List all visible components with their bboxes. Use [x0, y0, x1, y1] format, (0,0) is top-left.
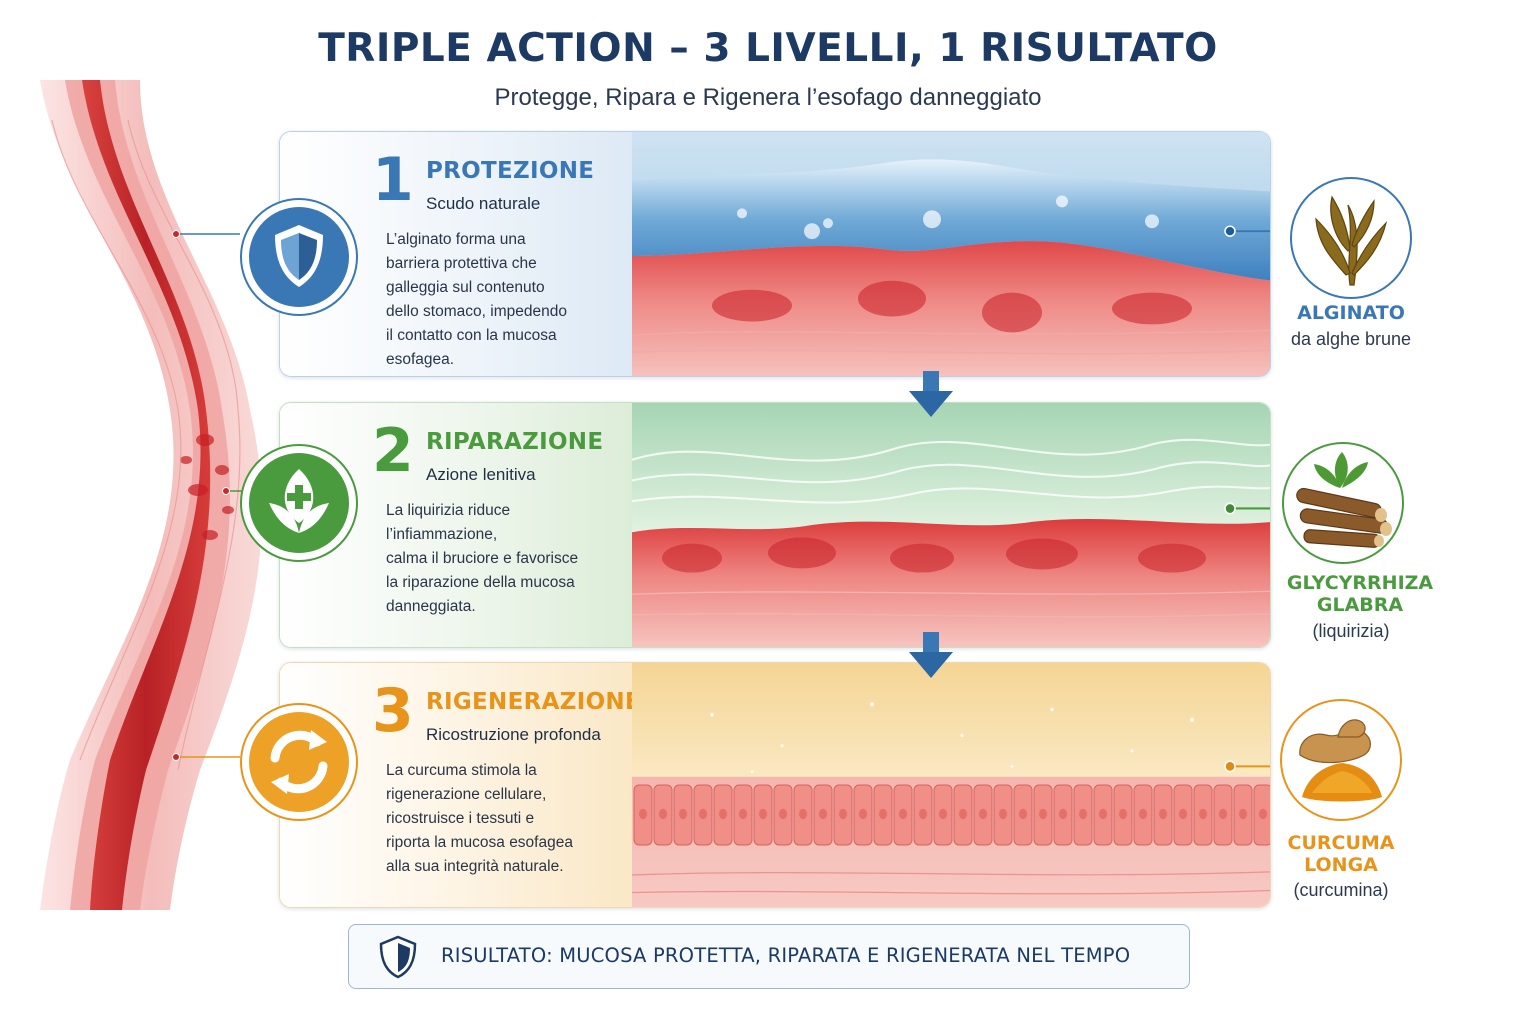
cell-nucleus: [659, 808, 667, 820]
level-text-area: 2 RIPARAZIONE Azione lenitiva La liquiri…: [280, 403, 632, 647]
leaf-plus-icon: [240, 444, 358, 562]
level-subtitle: Azione lenitiva: [426, 465, 536, 484]
level-number: 3: [372, 676, 414, 746]
cell-nucleus: [1179, 808, 1187, 820]
regenerate-arrows-icon: [240, 703, 358, 821]
cell-nucleus: [959, 808, 967, 820]
level-number: 1: [372, 145, 414, 215]
cell-nucleus: [739, 808, 747, 820]
turmeric-icon: [1280, 699, 1402, 821]
cell-nucleus: [1059, 808, 1067, 820]
ingredient-subtitle: (liquirizia): [1312, 621, 1390, 641]
cell-nucleus: [639, 808, 647, 820]
soothing-repair-illustration: [632, 403, 1270, 647]
result-banner: RISULTATO: MUCOSA PROTETTA, RIPARATA E R…: [348, 924, 1190, 989]
level-description: L’alginato forma una barriera protettiva…: [386, 231, 567, 368]
level-description: La curcuma stimola la rigenerazione cell…: [386, 762, 573, 875]
ingredient-subtitle: (curcumina): [1293, 880, 1389, 900]
cell-nucleus: [1259, 808, 1267, 820]
cell-nucleus: [799, 808, 807, 820]
cell-nucleus: [999, 808, 1007, 820]
cell-row: [633, 784, 1270, 846]
cell-nucleus: [1079, 808, 1087, 820]
cell-nucleus: [819, 808, 827, 820]
level-subtitle: Ricostruzione profonda: [426, 725, 601, 744]
alginate-barrier-illustration: [632, 132, 1270, 376]
cell-nucleus: [759, 808, 767, 820]
level-panel-protection: 1 PROTEZIONE Scudo naturale L’alginato f…: [279, 131, 1271, 377]
shield-icon: [240, 198, 358, 316]
cell-nucleus: [979, 808, 987, 820]
cell-nucleus: [1219, 808, 1227, 820]
level-description: La liquirizia riduce l’infiammazione, ca…: [386, 502, 579, 615]
ingredient-name: CURCUMA LONGA: [1287, 832, 1395, 876]
level-title: RIPARAZIONE: [426, 429, 604, 455]
down-arrow-icon: [909, 371, 953, 417]
cell-nucleus: [879, 808, 887, 820]
level-panel-repair: 2 RIPARAZIONE Azione lenitiva La liquiri…: [279, 402, 1271, 648]
cell-nucleus: [779, 808, 787, 820]
cell-nucleus: [1159, 808, 1167, 820]
cell-nucleus: [719, 808, 727, 820]
cell-nucleus: [919, 808, 927, 820]
cell-regeneration-illustration: [632, 663, 1270, 907]
ingredient-subtitle: da alghe brune: [1290, 329, 1412, 349]
level-title: RIGENERAZIONE: [426, 689, 641, 715]
level-title: PROTEZIONE: [426, 158, 595, 184]
seaweed-icon: [1290, 177, 1412, 299]
cell-nucleus: [859, 808, 867, 820]
cell-nucleus: [839, 808, 847, 820]
cell-nucleus: [1099, 808, 1107, 820]
cell-nucleus: [1119, 808, 1127, 820]
cell-nucleus: [1139, 808, 1147, 820]
cell-nucleus: [1199, 808, 1207, 820]
cell-nucleus: [679, 808, 687, 820]
cell-nucleus: [939, 808, 947, 820]
result-text: RISULTATO: MUCOSA PROTETTA, RIPARATA E R…: [441, 944, 1131, 967]
shield-icon: [379, 935, 417, 979]
down-arrow-icon: [909, 632, 953, 678]
cell-nucleus: [699, 808, 707, 820]
cell-nucleus: [1019, 808, 1027, 820]
page-subtitle: Protegge, Ripara e Rigenera l’esofago da…: [494, 84, 1042, 111]
ingredient-name: ALGINATO: [1297, 302, 1405, 324]
ingredient-name: GLYCYRRHIZA GLABRA: [1286, 572, 1434, 616]
page-title: TRIPLE ACTION – 3 LIVELLI, 1 RISULTATO: [318, 26, 1218, 71]
licorice-root-icon: [1282, 442, 1404, 564]
level-subtitle: Scudo naturale: [426, 194, 541, 213]
cell-nucleus: [899, 808, 907, 820]
cell-nucleus: [1239, 808, 1247, 820]
level-number: 2: [372, 416, 414, 486]
level-panel-regeneration: 3 RIGENERAZIONE Ricostruzione profonda L…: [279, 662, 1271, 908]
cell-nucleus: [1039, 808, 1047, 820]
esophagus-illustration: [40, 80, 262, 910]
